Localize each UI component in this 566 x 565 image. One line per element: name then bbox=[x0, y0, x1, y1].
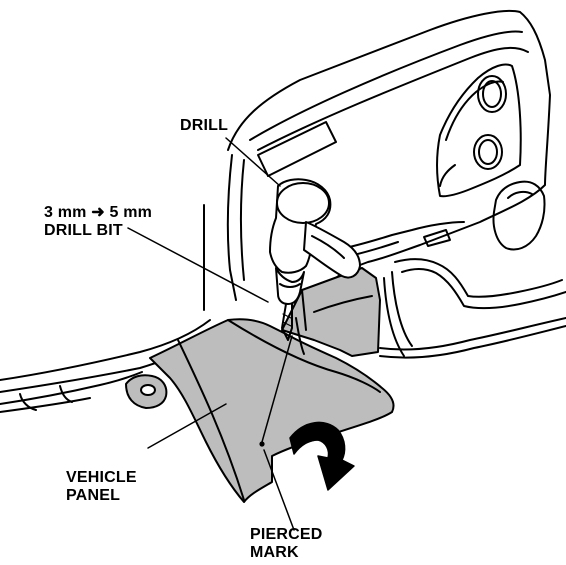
drill bbox=[269, 178, 361, 341]
vehicle-panel bbox=[125, 267, 395, 503]
label-vehicle-panel-line1: VEHICLE bbox=[66, 469, 137, 486]
label-pierced-mark-line2: MARK bbox=[250, 544, 299, 561]
label-drill-bit-line2: DRILL BIT bbox=[44, 222, 123, 239]
pierced-mark-dot bbox=[259, 441, 265, 447]
rotation-arrow-icon bbox=[289, 421, 355, 491]
label-drill: DRILL bbox=[180, 117, 229, 134]
label-vehicle-panel-line2: PANEL bbox=[66, 487, 121, 504]
label-pierced-mark-line1: PIERCED bbox=[250, 526, 323, 543]
vehicle-body-structure bbox=[203, 9, 566, 359]
label-drill-bit-line1: 3 mm ➜ 5 mm bbox=[44, 204, 153, 221]
leader-lines bbox=[127, 137, 295, 531]
